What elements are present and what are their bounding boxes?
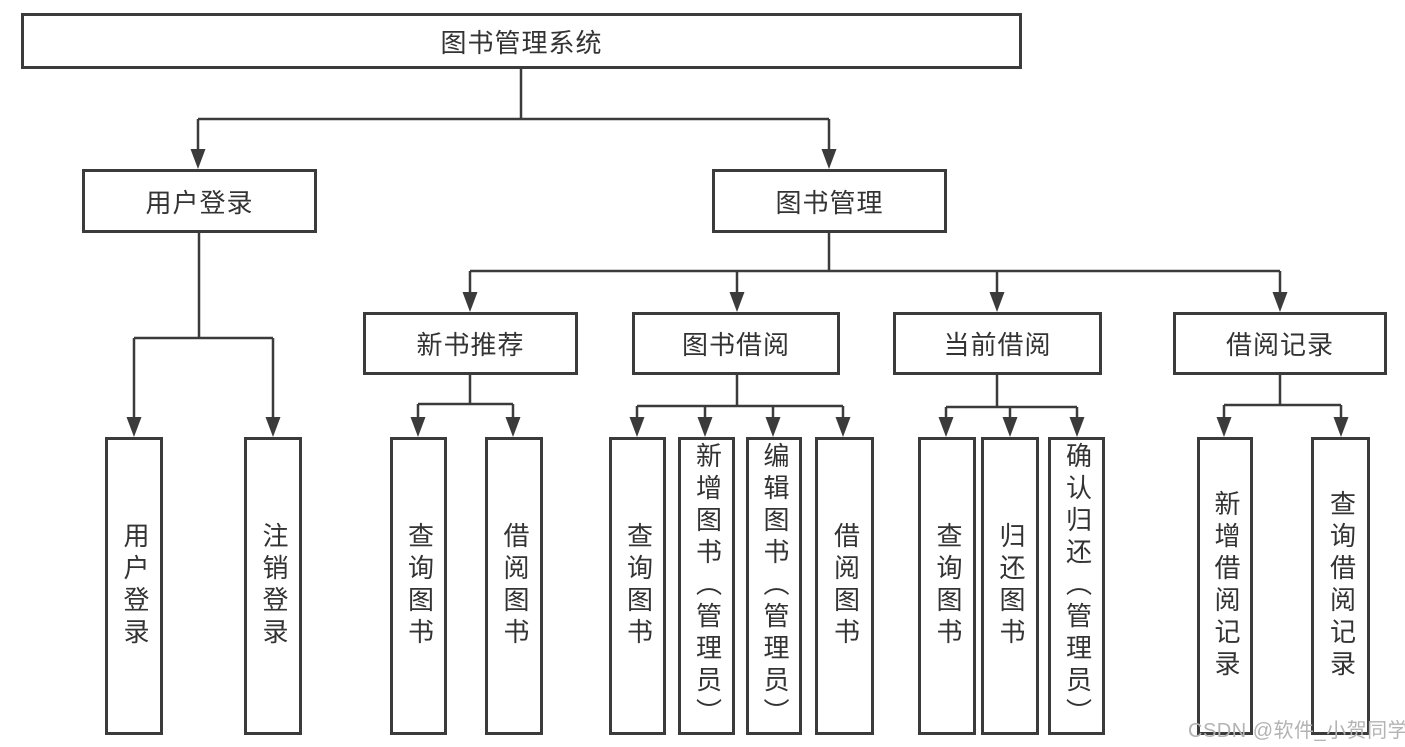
leaf-label: 确认归还（管理员） xyxy=(1062,442,1093,730)
leaf-return-books: 归还图书 xyxy=(981,437,1039,735)
leaf-logout: 注销登录 xyxy=(244,437,302,735)
leaf-borrow-books: 借阅图书 xyxy=(815,437,874,735)
leaf-add-borrow-record: 新增借阅记录 xyxy=(1197,437,1253,735)
node-borrow-records: 借阅记录 xyxy=(1173,312,1387,375)
leaf-label: 编辑图书（管理员） xyxy=(759,442,790,730)
connector-lines xyxy=(132,68,1343,421)
node-library-system: 图书管理系统 xyxy=(21,13,1022,69)
leaf-borrow-books-recommend: 借阅图书 xyxy=(485,437,543,735)
leaf-label: 借阅图书 xyxy=(830,522,861,650)
leaf-label: 查询图书 xyxy=(932,522,963,650)
leaf-label: 归还图书 xyxy=(995,522,1026,650)
node-book-management: 图书管理 xyxy=(712,169,947,233)
leaf-label: 查询图书 xyxy=(623,522,654,650)
leaf-label: 借阅图书 xyxy=(499,522,530,650)
leaf-label: 用户登录 xyxy=(119,522,150,650)
leaf-query-books-current: 查询图书 xyxy=(918,437,976,735)
leaf-label: 查询图书 xyxy=(404,522,435,650)
leaf-confirm-return-admin: 确认归还（管理员） xyxy=(1048,437,1105,735)
node-new-book-recommend: 新书推荐 xyxy=(363,312,578,375)
node-user-login: 用户登录 xyxy=(82,169,317,233)
leaf-query-books-borrow: 查询图书 xyxy=(609,437,666,735)
leaf-add-books-admin: 新增图书（管理员） xyxy=(678,437,735,735)
node-current-borrow: 当前借阅 xyxy=(893,312,1102,375)
leaf-query-borrow-record: 查询借阅记录 xyxy=(1311,437,1370,735)
node-book-borrow: 图书借阅 xyxy=(632,312,840,375)
leaf-edit-books-admin: 编辑图书（管理员） xyxy=(746,437,802,735)
leaf-label: 注销登录 xyxy=(258,522,289,650)
leaf-user-login: 用户登录 xyxy=(105,437,163,735)
leaf-label: 新增图书（管理员） xyxy=(692,442,723,730)
leaf-label: 查询借阅记录 xyxy=(1326,490,1357,682)
leaf-query-books-recommend: 查询图书 xyxy=(390,437,447,735)
arrowhead-triangles xyxy=(126,149,1349,437)
leaf-label: 新增借阅记录 xyxy=(1210,490,1241,682)
csdn-watermark: CSDN @软件_小贺同学 xyxy=(1188,720,1405,742)
